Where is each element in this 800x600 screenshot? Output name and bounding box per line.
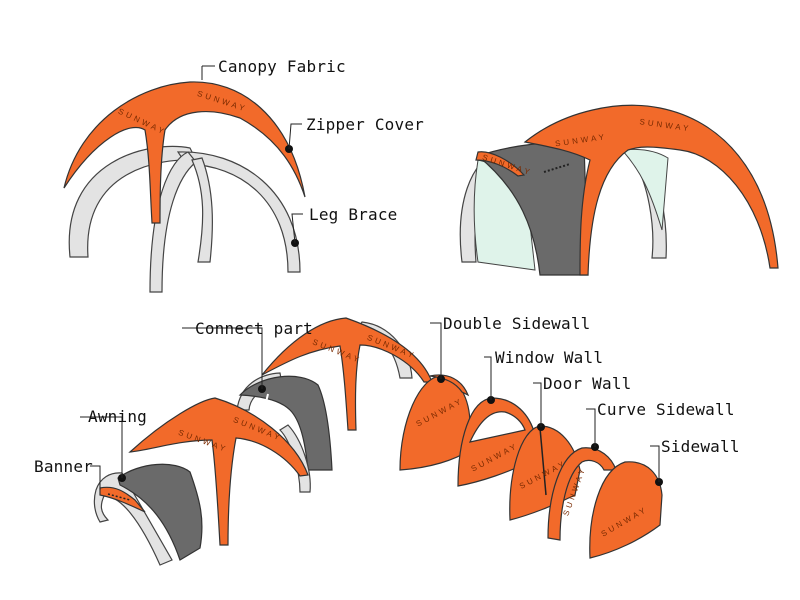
label-curve-sidewall: Curve Sidewall <box>597 400 735 419</box>
leader-double-sidewall <box>430 322 442 379</box>
leader-door-wall <box>533 382 542 427</box>
curve-sidewall <box>547 447 617 541</box>
sidewall <box>589 461 663 559</box>
back-dome-canopy <box>261 317 433 431</box>
zipper-detail <box>543 163 571 173</box>
label-leg-brace: Leg Brace <box>309 205 398 224</box>
door-zipper <box>539 427 547 496</box>
leg-frame-back <box>191 157 213 263</box>
leader-zipper-cover <box>288 123 302 150</box>
dome-canopy <box>523 104 779 276</box>
leader-banner <box>90 465 101 490</box>
front-dome-canopy <box>128 397 309 546</box>
leader-curve-sidewall <box>586 408 596 447</box>
label-double-sidewall: Double Sidewall <box>443 314 591 333</box>
assembled-dome: SUNWAY SUNWAY SUNWAY <box>459 104 779 276</box>
label-sidewall: Sidewall <box>661 437 740 456</box>
label-window-wall: Window Wall <box>495 348 603 367</box>
leader-leg-brace <box>291 213 303 244</box>
leader-window-wall <box>484 356 492 400</box>
leader-lines <box>80 65 660 490</box>
window-opening <box>468 411 526 443</box>
label-zipper-cover: Zipper Cover <box>306 115 424 134</box>
label-awning: Awning <box>88 407 147 426</box>
leader-awning <box>80 416 123 478</box>
labels: Canopy Fabric Zipper Cover Leg Brace Con… <box>34 57 740 476</box>
awning-front-strip <box>475 151 526 177</box>
exploded-dome: SUNWAY SUNWAY <box>63 81 306 293</box>
label-connect-part: Connect part <box>195 319 313 338</box>
awning <box>117 463 203 561</box>
connect-part <box>238 375 333 471</box>
label-door-wall: Door Wall <box>543 374 632 393</box>
label-canopy-fabric: Canopy Fabric <box>218 57 346 76</box>
label-banner: Banner <box>34 457 93 476</box>
inner-wall <box>620 148 669 231</box>
leader-sidewall <box>650 445 660 482</box>
canopy-fabric <box>63 81 306 224</box>
connect-clip <box>263 393 269 411</box>
banner <box>99 486 146 513</box>
leader-connect-part <box>182 327 263 389</box>
awning-fabric <box>476 141 589 276</box>
